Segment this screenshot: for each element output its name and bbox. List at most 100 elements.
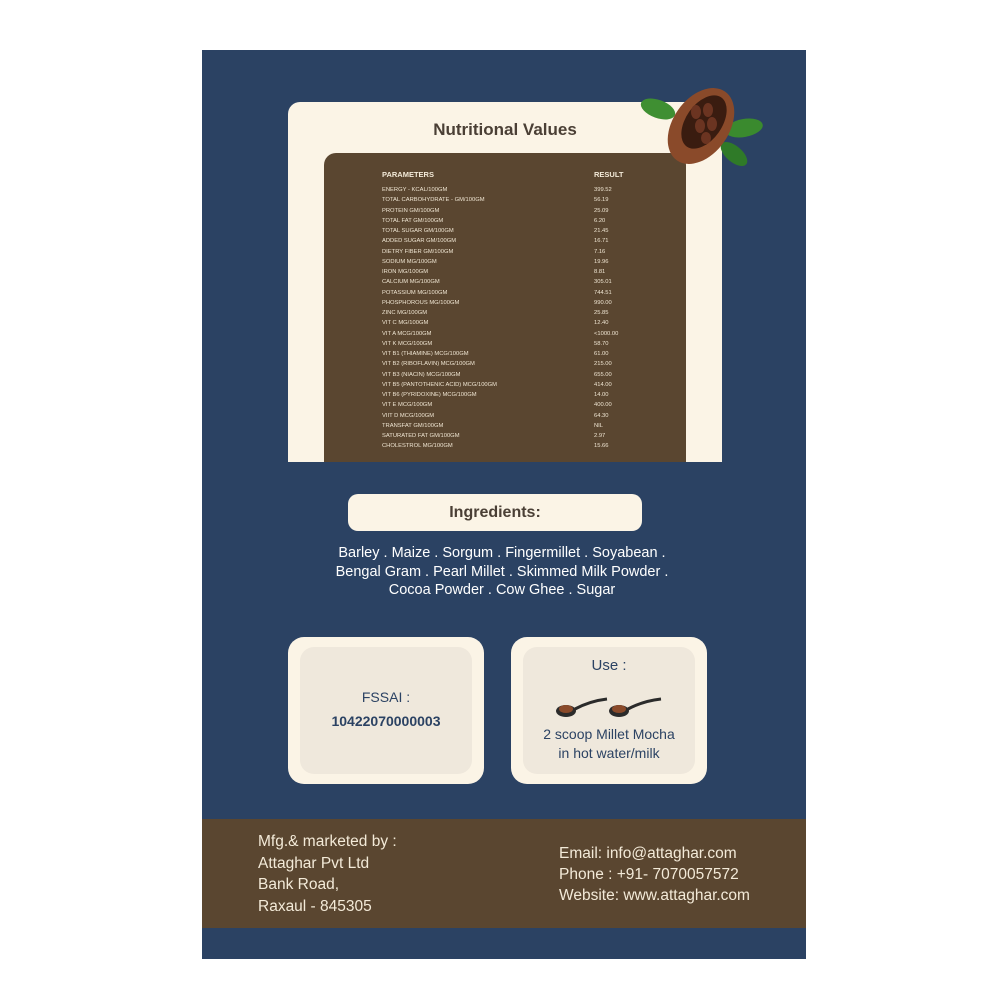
nutrition-param: TOTAL FAT GM/100GM	[382, 217, 444, 224]
fssai-number: 10422070000003	[331, 713, 441, 729]
nutrition-value: 21.45	[594, 228, 609, 234]
ingredients-list: Barley . Maize . Sorgum . Fingermillet .…	[302, 544, 702, 600]
nutrition-value: 15.66	[594, 443, 609, 450]
nutrition-row: VIT B3 (NIACIN) MCG/100GM 655.00	[382, 372, 682, 382]
parameters-header: PARAMETERS	[382, 170, 434, 179]
fssai-inner	[300, 647, 472, 774]
nutrition-param: VIT E MCG/100GM	[382, 402, 433, 409]
mfg-line: Bank Road,	[258, 876, 339, 893]
nutrition-param: TOTAL SUGAR GM/100GM	[382, 228, 454, 234]
nutrition-value: 305.01	[594, 279, 612, 286]
nutrition-value: 25.85	[594, 310, 609, 316]
nutrition-param: VIT B6 (PYRIDOXINE) MCG/100GM	[382, 392, 477, 398]
nutrition-value: 12.40	[594, 320, 609, 327]
cocoa-pod-icon	[640, 88, 763, 166]
nutrition-param: TRANSFAT GM/100GM	[382, 422, 444, 429]
nutrition-value: 399.52	[594, 187, 612, 193]
nutrition-param: TOTAL CARBOHYDRATE - GM/100GM	[382, 197, 485, 204]
nutrition-row: PROTEIN GM/100GM 25.09	[382, 208, 682, 218]
nutrition-value: 16.71	[594, 238, 609, 245]
nutrition-row: VIT B1 (THIAMINE) MCG/100GM 61.00	[382, 351, 682, 361]
nutrition-value: 56.19	[594, 197, 609, 204]
usage-inner	[523, 647, 695, 774]
nutrition-row: TRANSFAT GM/100GM NIL	[382, 423, 682, 433]
usage-line: in hot water/milk	[558, 745, 660, 761]
nutrition-value: 64.30	[594, 412, 609, 419]
nutrition-row: TOTAL FAT GM/100GM 6.20	[382, 218, 682, 228]
spoon-icon	[556, 697, 662, 717]
nutrition-row: ADDED SUGAR GM/100GM 16.71	[382, 238, 682, 248]
nutrition-param: POTASSIUM MG/100GM	[382, 289, 448, 296]
nutrition-title: Nutritional Values	[433, 120, 577, 139]
nutrition-row: SATURATED FAT GM/100GM 2.97	[382, 433, 682, 443]
nutrition-value: 744.51	[594, 289, 612, 296]
nutrition-param: VIT B3 (NIACIN) MCG/100GM	[382, 371, 461, 378]
contact-email: Email: info@attaghar.com	[559, 845, 737, 862]
nutrition-value: 2.97	[594, 433, 606, 439]
nutrition-param: VIIT D MCG/100GM	[382, 412, 435, 419]
fssai-box: FSSAI : 10422070000003	[288, 637, 484, 784]
usage-line: 2 scoop Millet Mocha	[543, 726, 675, 742]
nutrition-value: 6.20	[594, 217, 606, 224]
nutrition-param: PROTEIN GM/100GM	[382, 207, 440, 214]
nutrition-value: NIL	[594, 422, 604, 429]
nutrition-row: CALCIUM MG/100GM 305.01	[382, 279, 682, 289]
nutrition-value: 58.70	[594, 340, 609, 347]
nutrition-row: VIT A MCG/100GM <1000.00	[382, 331, 682, 341]
nutrition-row: DIETRY FIBER GM/100GM 7.16	[382, 249, 682, 259]
usage-text: 2 scoop Millet Mocha in hot water/milk	[511, 725, 707, 763]
result-header: RESULT	[594, 170, 624, 179]
mfg-line: Raxaul - 845305	[258, 897, 372, 915]
nutrition-param: VIT B5 (PANTOTHENIC ACID) MCG/100GM	[382, 381, 497, 388]
contact-info: Email: info@attaghar.com Phone : +91- 70…	[559, 843, 750, 906]
nutrition-value: 14.00	[594, 392, 609, 398]
nutrition-row: SODIUM MG/100GM 19.96	[382, 259, 682, 269]
nutrition-param: CHOLESTROL MG/100GM	[382, 443, 453, 450]
nutrition-row: TOTAL SUGAR GM/100GM 21.45	[382, 228, 682, 238]
nutrition-value: 400.00	[594, 402, 612, 409]
nutrition-param: DIETRY FIBER GM/100GM	[382, 248, 454, 255]
nutrition-param: VIT B2 (RIBOFLAVIN) MCG/100GM	[382, 361, 475, 368]
nutrition-param: PHOSPHOROUS MG/100GM	[382, 299, 460, 306]
usage-box: Use : 2 scoop Millet Mocha in hot water/…	[511, 637, 707, 784]
contact-website: Website: www.attaghar.com	[559, 887, 750, 904]
nutrition-row: VIT K MCG/100GM 58.70	[382, 341, 682, 351]
nutrition-value: 25.09	[594, 207, 609, 214]
nutrition-value: 19.96	[594, 258, 609, 265]
nutrition-param: CALCIUM MG/100GM	[382, 279, 440, 286]
nutrition-param: VIT A MCG/100GM	[382, 330, 432, 337]
nutrition-param: ZINC MG/100GM	[382, 310, 428, 316]
nutrition-value: 61.00	[594, 351, 609, 357]
nutrition-row: VIT B6 (PYRIDOXINE) MCG/100GM 14.00	[382, 392, 682, 402]
nutrition-value: 7.16	[594, 248, 606, 255]
nutrition-row: ZINC MG/100GM 25.85	[382, 310, 682, 320]
nutrition-param: IRON MG/100GM	[382, 269, 429, 275]
mfg-line: Mfg.& marketed by :	[258, 833, 397, 850]
nutrition-row: VIIT D MCG/100GM 64.30	[382, 413, 682, 423]
mfg-line: Attaghar Pvt Ltd	[258, 854, 370, 872]
nutrition-value: 655.00	[594, 371, 612, 378]
ingredients-line: Cocoa Powder . Cow Ghee . Sugar	[388, 582, 616, 598]
ingredients-title: Ingredients:	[348, 494, 642, 531]
nutrition-row: CHOLESTROL MG/100GM 15.66	[382, 443, 682, 453]
nutrition-row: VIT C MG/100GM 12.40	[382, 320, 682, 330]
nutrition-value: 414.00	[594, 381, 612, 388]
nutrition-param: VIT C MG/100GM	[382, 320, 429, 327]
nutrition-value: <1000.00	[594, 330, 619, 337]
nutrition-param: VIT B1 (THIAMINE) MCG/100GM	[382, 351, 469, 357]
nutrition-param: SATURATED FAT GM/100GM	[382, 433, 460, 439]
nutrition-param: SODIUM MG/100GM	[382, 258, 437, 265]
ingredients-line: Bengal Gram . Pearl Millet . Skimmed Mil…	[335, 563, 669, 580]
manufacturer-info: Mfg.& marketed by : Attaghar Pvt Ltd Ban…	[258, 831, 397, 917]
nutrition-param: VIT K MCG/100GM	[382, 340, 433, 347]
fssai-label: FSSAI :	[361, 689, 411, 705]
nutrition-row: POTASSIUM MG/100GM 744.51	[382, 290, 682, 300]
usage-label: Use :	[591, 657, 627, 674]
ingredients-line: Barley . Maize . Sorgum . Fingermillet .…	[338, 545, 666, 561]
nutrition-param: ADDED SUGAR GM/100GM	[382, 238, 457, 245]
